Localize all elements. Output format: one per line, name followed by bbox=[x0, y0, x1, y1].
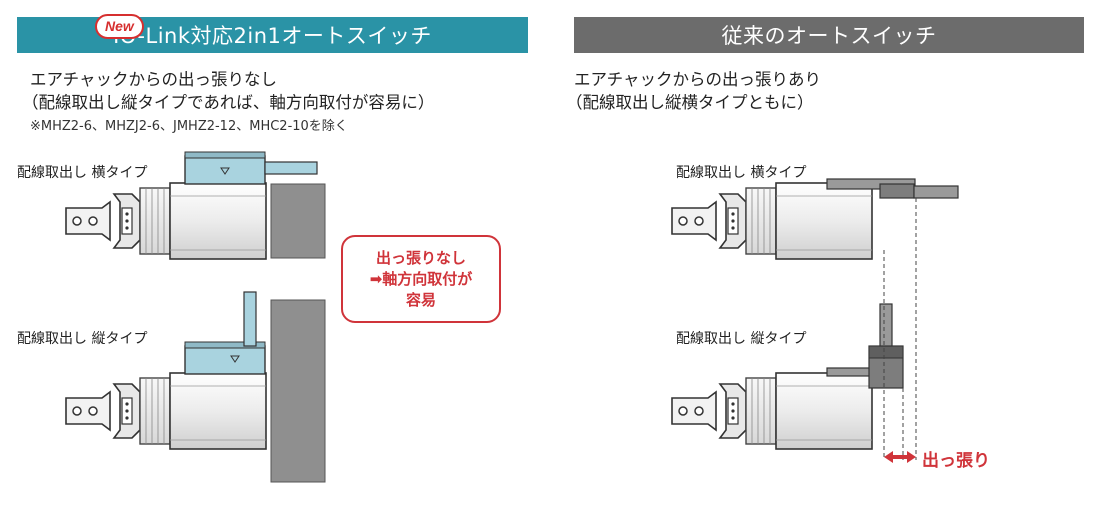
left-horizontal-gripper bbox=[65, 151, 326, 260]
left-vertical-gripper bbox=[65, 291, 326, 483]
new-badge: New bbox=[95, 14, 144, 39]
no-protrusion-callout: 出っ張りなし ➡軸方向取付が 容易 bbox=[341, 235, 501, 323]
callout-line1: 出っ張りなし bbox=[375, 248, 466, 267]
left-description-line2: （配線取出し縦タイプであれば、軸方向取付が容易に） bbox=[22, 93, 435, 112]
protrusion-label: 出っ張り bbox=[922, 451, 990, 471]
protrusion-arrow bbox=[884, 451, 916, 463]
right-description-line2: （配線取出し縦横タイプともに） bbox=[566, 93, 814, 112]
conventional-switch-title: 従来のオートスイッチ bbox=[721, 24, 937, 48]
callout-line3: 容易 bbox=[405, 290, 436, 309]
right-vertical-gripper bbox=[671, 303, 904, 450]
right-description-line1: エアチャックからの出っ張りあり bbox=[574, 70, 822, 89]
left-note: ※MHZ2-6、MHZJ2-6、JMHZ2-12、MHC2-10を除く bbox=[30, 119, 348, 134]
conventional-switch-header: 従来のオートスイッチ bbox=[574, 17, 1084, 53]
right-horizontal-gripper bbox=[671, 178, 959, 260]
right-label-vertical: 配線取出し 縦タイプ bbox=[676, 331, 807, 347]
callout-line2: ➡軸方向取付が bbox=[369, 269, 473, 288]
left-label-vertical: 配線取出し 縦タイプ bbox=[17, 331, 148, 347]
new-switch-title: IO-Link対応2in1オートスイッチ bbox=[113, 24, 432, 48]
right-label-horizontal: 配線取出し 横タイプ bbox=[676, 165, 807, 181]
left-description-line1: エアチャックからの出っ張りなし bbox=[30, 70, 278, 89]
left-label-horizontal: 配線取出し 横タイプ bbox=[17, 165, 148, 181]
